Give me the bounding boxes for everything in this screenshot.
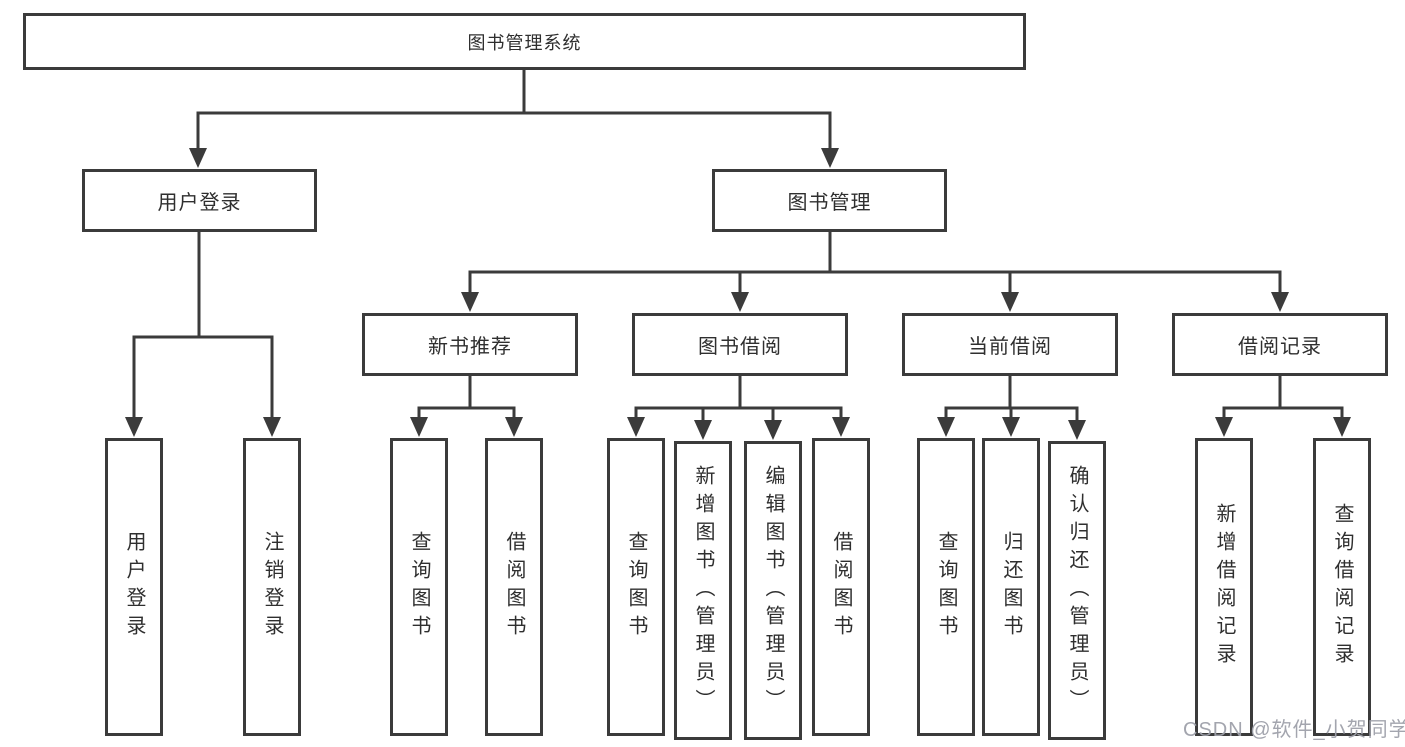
node-new-book-recommendation: 新书推荐	[362, 313, 578, 376]
csdn-watermark: CSDN @软件_小贺同学	[1183, 719, 1405, 741]
node-borrowing-records: 借阅记录	[1172, 313, 1388, 376]
connectors-records-children	[1215, 376, 1351, 437]
node-library-management-system: 图书管理系统	[23, 13, 1026, 70]
connectors-book-mgmt-to-level3	[461, 232, 1289, 312]
node-user-login: 用户登录	[82, 169, 317, 232]
leaf-query-borrow-record: 查询借阅记录	[1313, 438, 1371, 736]
leaf-return-books: 归还图书	[982, 438, 1040, 736]
leaf-query-books-recommend: 查询图书	[390, 438, 448, 736]
connectors-borrowing-children	[627, 376, 850, 440]
leaf-query-books-borrowing: 查询图书	[607, 438, 665, 736]
leaf-confirm-return-admin: 确认归还（管理员）	[1048, 441, 1106, 740]
leaf-logout: 注销登录	[243, 438, 301, 736]
connectors-user-login-children	[125, 232, 281, 437]
connectors-current-children	[937, 376, 1086, 440]
leaf-borrow-books: 借阅图书	[812, 438, 870, 736]
leaf-borrow-books-recommend: 借阅图书	[485, 438, 543, 736]
node-current-borrowing: 当前借阅	[902, 313, 1118, 376]
node-book-borrowing: 图书借阅	[632, 313, 848, 376]
leaf-add-borrow-record: 新增借阅记录	[1195, 438, 1253, 736]
connectors-new-books-children	[410, 376, 523, 437]
connectors-root-to-level2	[189, 69, 839, 168]
leaf-query-books-current: 查询图书	[917, 438, 975, 736]
leaf-add-books-admin: 新增图书（管理员）	[674, 441, 732, 740]
leaf-user-login: 用户登录	[105, 438, 163, 736]
leaf-edit-books-admin: 编辑图书（管理员）	[744, 441, 802, 740]
node-book-management: 图书管理	[712, 169, 947, 232]
